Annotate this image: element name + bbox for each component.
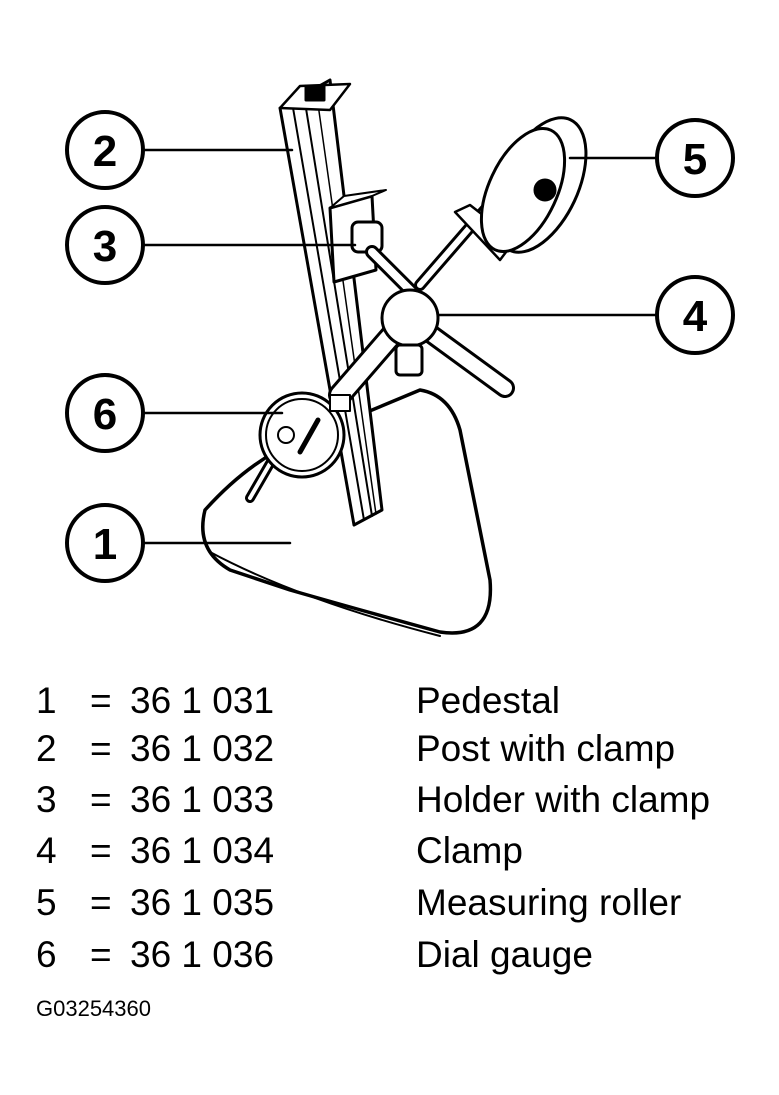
legend-description: Holder with clamp xyxy=(416,779,711,820)
legend-part-code: 36 1 034 xyxy=(130,830,275,871)
legend-number: 2 xyxy=(36,728,57,769)
holder-clamp xyxy=(328,189,427,307)
measuring-roller xyxy=(453,116,588,262)
legend-equals: = xyxy=(90,728,112,769)
post xyxy=(278,78,384,527)
legend-row: 3 = 36 1 033 Holder with clamp xyxy=(36,775,776,825)
legend-equals: = xyxy=(90,934,112,975)
tool-illustration: 2 3 4 5 6 1 xyxy=(65,78,735,637)
legend-description: Measuring roller xyxy=(416,882,682,923)
legend-row: 2 = 36 1 032 Post with clamp xyxy=(36,724,776,774)
legend-number: 5 xyxy=(36,882,57,923)
legend-description: Dial gauge xyxy=(416,934,593,975)
clamp xyxy=(328,204,515,407)
leader-lines xyxy=(142,148,659,545)
callout-circle-2 xyxy=(65,110,145,190)
legend-part-code: 36 1 032 xyxy=(130,728,275,769)
legend-equals: = xyxy=(90,882,112,923)
legend-part-code: 36 1 036 xyxy=(130,934,275,975)
legend-description: Post with clamp xyxy=(416,728,676,769)
callout-circle-4 xyxy=(655,275,735,355)
figure-id: G03254360 xyxy=(36,996,151,1021)
callout-circle-6 xyxy=(65,373,145,453)
legend-part-code: 36 1 033 xyxy=(130,779,275,820)
callout-number-5: 5 xyxy=(683,135,707,184)
callout-circle-3 xyxy=(65,205,145,285)
legend-number: 3 xyxy=(36,779,57,820)
legend-description: Pedestal xyxy=(416,680,560,721)
legend-row: 1 = 36 1 031 Pedestal xyxy=(36,676,776,726)
legend-row: 4 = 36 1 034 Clamp xyxy=(36,826,776,876)
legend-number: 1 xyxy=(36,680,57,721)
callout-number-1: 1 xyxy=(93,520,117,569)
legend-part-code: 36 1 031 xyxy=(130,680,275,721)
callout-circle-5 xyxy=(655,118,735,198)
callout-number-4: 4 xyxy=(683,292,708,341)
legend-number: 4 xyxy=(36,830,57,871)
legend-equals: = xyxy=(90,779,112,820)
callout-number-6: 6 xyxy=(93,390,117,439)
legend-number: 6 xyxy=(36,934,57,975)
callout-circle-1 xyxy=(65,503,145,583)
legend-equals: = xyxy=(90,680,112,721)
legend-description: Clamp xyxy=(416,830,523,871)
legend-equals: = xyxy=(90,830,112,871)
legend-row: 6 = 36 1 036 Dial gauge xyxy=(36,930,776,980)
legend-part-code: 36 1 035 xyxy=(130,882,275,923)
callout-number-2: 2 xyxy=(93,127,117,176)
legend-row: 5 = 36 1 035 Measuring roller xyxy=(36,878,776,928)
callout-number-3: 3 xyxy=(93,222,117,271)
